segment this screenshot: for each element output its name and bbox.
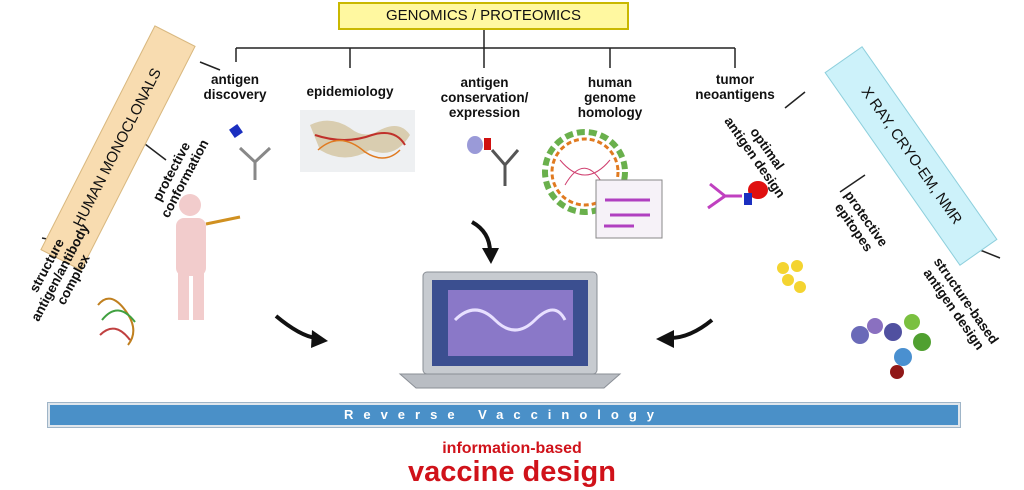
footer-subtitle: information-based	[442, 440, 582, 457]
world-map-image	[300, 110, 415, 172]
arrow-left	[274, 314, 317, 340]
antibody-icon-1	[229, 124, 272, 180]
label-epidemiology: epidemiology	[306, 84, 394, 99]
reverse-vaccinology-bar: Reverse Vaccinology	[48, 403, 960, 427]
nanoparticle-image	[777, 260, 806, 293]
label-human-genome-homology: human genome homology	[577, 75, 643, 120]
antibody-icon-3	[707, 181, 768, 210]
genome-circle-image	[542, 129, 628, 215]
arrow-center	[470, 220, 492, 253]
protein-structure-left-image	[97, 297, 136, 346]
antibody-icon-2	[467, 136, 520, 186]
label-antigen-conservation: antigen conservation/ expression	[440, 75, 529, 120]
protein-structure-right-image	[851, 314, 931, 379]
arrow-right	[669, 318, 714, 340]
laptop-image	[398, 271, 622, 389]
human-figure-image	[176, 194, 241, 320]
label-antigen-discovery: antigen discovery	[203, 72, 267, 102]
footer-title: vaccine design	[408, 456, 616, 488]
label-tumor-neoantigens: tumor neoantigens	[695, 72, 775, 102]
gel-image	[595, 179, 663, 239]
genomics-proteomics-box: GENOMICS / PROTEOMICS	[338, 2, 629, 30]
